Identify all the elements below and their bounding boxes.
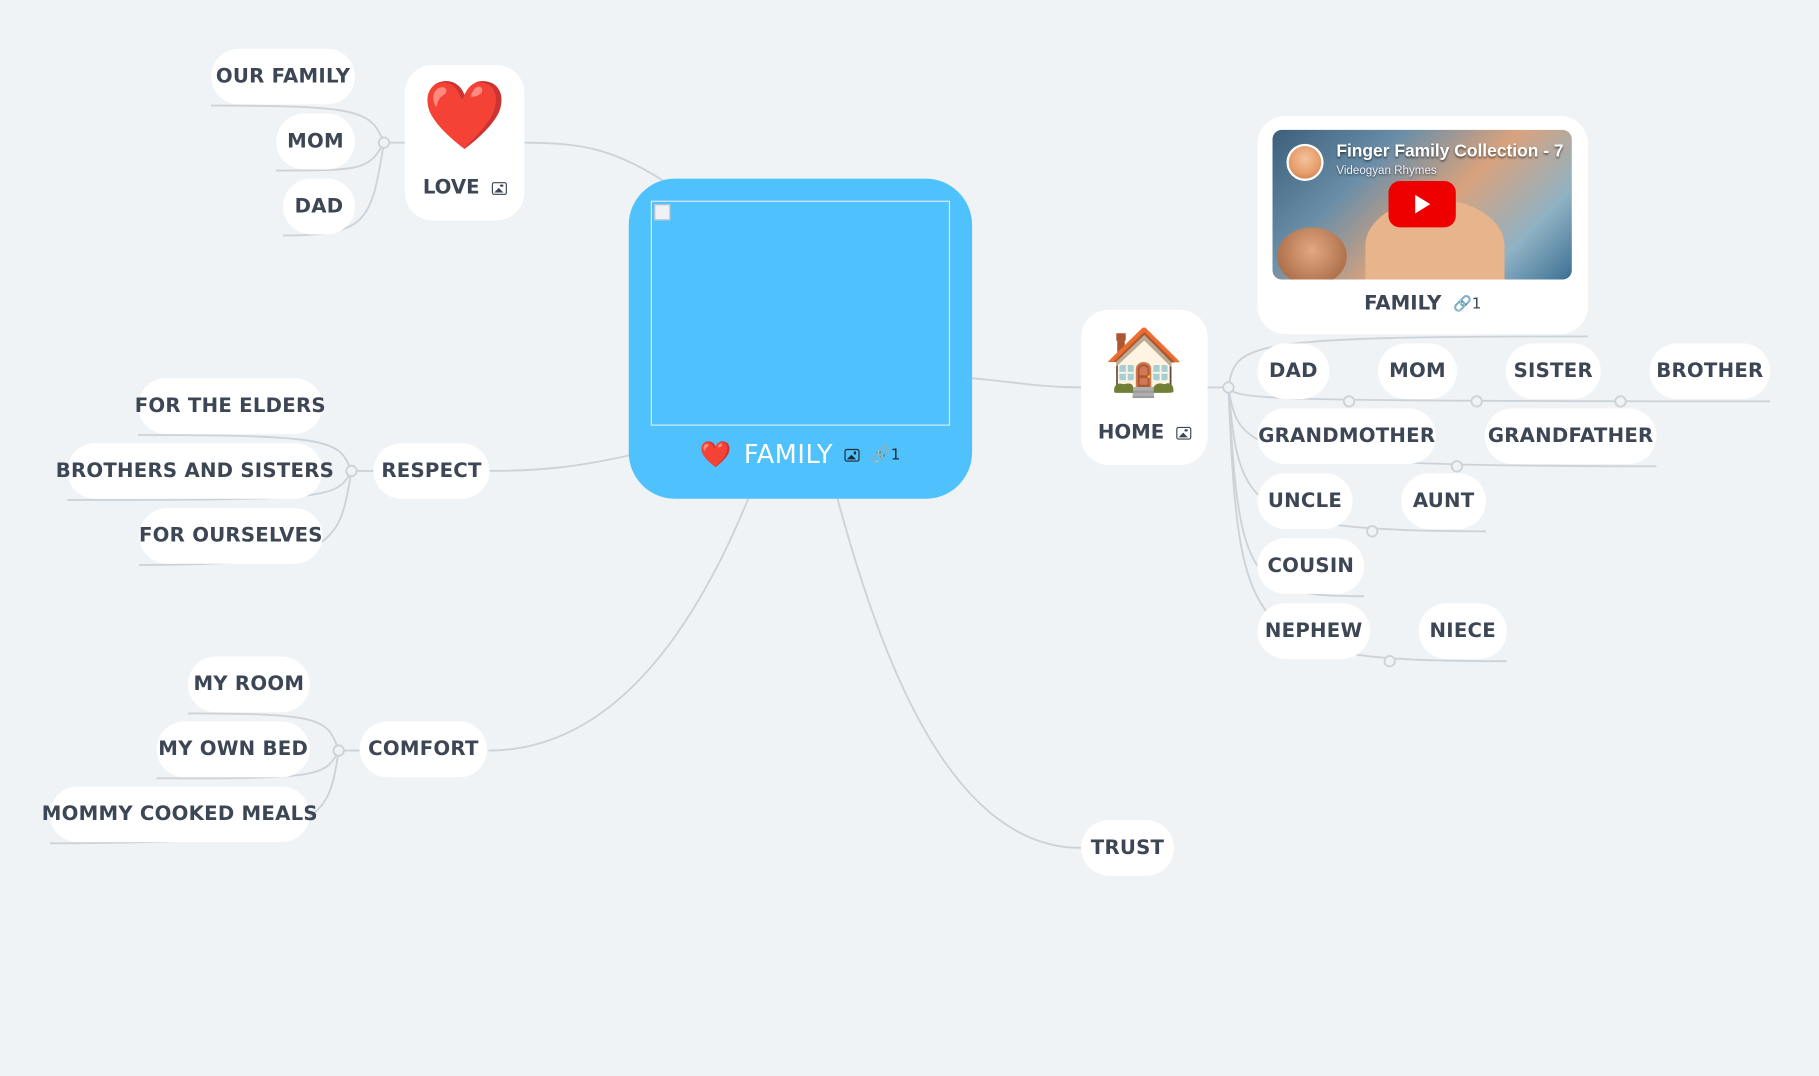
- central-image: [650, 200, 951, 426]
- video-thumbnail[interactable]: Finger Family Collection - 7 Videogyan R…: [1272, 129, 1572, 280]
- topic-home[interactable]: 🏠 HOME: [1081, 309, 1208, 466]
- topic-love-label: LOVE: [422, 176, 480, 200]
- video-title: Finger Family Collection - 7: [1336, 141, 1564, 162]
- home-child-brother[interactable]: BROTHER: [1649, 343, 1771, 400]
- home-child-grandmother[interactable]: GRANDMOTHER: [1257, 408, 1437, 464]
- home-child-niece[interactable]: NIECE: [1418, 603, 1507, 659]
- home-child-cousin[interactable]: COUSIN: [1257, 538, 1365, 594]
- play-button-icon[interactable]: [1388, 180, 1456, 228]
- central-topic-label: FAMILY: [743, 440, 834, 470]
- link-icon[interactable]: 🔗1: [871, 446, 901, 464]
- heart-emoji-icon: ❤️: [699, 440, 733, 470]
- link-count: 1: [1471, 295, 1482, 313]
- link-count: 1: [890, 446, 901, 464]
- channel-avatar: [1286, 143, 1324, 181]
- video-channel: Videogyan Rhymes: [1336, 164, 1437, 178]
- home-child-aunt[interactable]: AUNT: [1401, 473, 1486, 529]
- topic-comfort[interactable]: COMFORT: [359, 721, 488, 778]
- love-child-dad[interactable]: DAD: [283, 178, 355, 235]
- image-icon[interactable]: [491, 181, 507, 195]
- person-face-image: [1277, 227, 1347, 280]
- topic-trust[interactable]: TRUST: [1081, 820, 1174, 876]
- home-child-mom[interactable]: MOM: [1378, 343, 1457, 400]
- comfort-child-room[interactable]: MY ROOM: [187, 656, 310, 713]
- topic-home-label: HOME: [1097, 421, 1165, 445]
- love-child-our-family[interactable]: OUR FAMILY: [211, 48, 355, 105]
- respect-child-ourselves[interactable]: FOR OURSELVES: [139, 508, 322, 564]
- heart-emoji-icon: ❤️: [422, 77, 507, 154]
- image-icon[interactable]: [844, 448, 860, 462]
- home-child-sister[interactable]: SISTER: [1505, 343, 1601, 400]
- home-child-grandfather[interactable]: GRANDFATHER: [1484, 408, 1657, 464]
- house-emoji-icon: 🏠: [1103, 324, 1185, 398]
- topic-love[interactable]: ❤️ LOVE: [404, 64, 525, 221]
- love-child-mom[interactable]: MOM: [276, 113, 355, 170]
- respect-child-elders[interactable]: FOR THE ELDERS: [135, 378, 326, 434]
- broken-image-icon: [654, 204, 671, 221]
- topic-respect[interactable]: RESPECT: [373, 443, 490, 499]
- comfort-child-bed[interactable]: MY OWN BED: [156, 721, 310, 778]
- video-card-family[interactable]: Finger Family Collection - 7 Videogyan R…: [1257, 116, 1589, 335]
- respect-child-siblings[interactable]: BROTHERS AND SISTERS: [56, 443, 334, 499]
- central-topic[interactable]: ❤️ FAMILY 🔗1: [628, 178, 973, 499]
- video-card-label: FAMILY: [1364, 292, 1442, 316]
- image-icon[interactable]: [1175, 426, 1191, 440]
- link-icon[interactable]: 🔗1: [1452, 295, 1482, 313]
- home-child-dad[interactable]: DAD: [1257, 343, 1330, 400]
- home-child-nephew[interactable]: NEPHEW: [1257, 603, 1370, 659]
- home-child-uncle[interactable]: UNCLE: [1257, 473, 1353, 529]
- comfort-child-meals[interactable]: MOMMY COOKED MEALS: [42, 786, 318, 843]
